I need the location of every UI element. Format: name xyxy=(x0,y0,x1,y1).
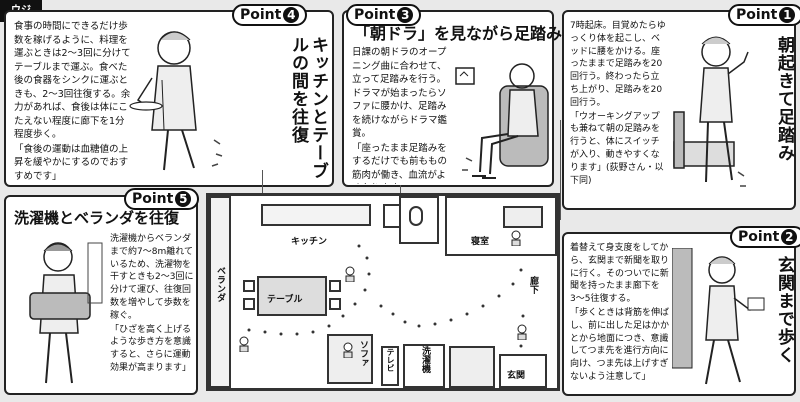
point2-badge-label: Point xyxy=(738,229,780,245)
woman-watching-tv-illustration xyxy=(452,46,552,184)
dining-table xyxy=(257,276,327,316)
hallway-label: 廊下 xyxy=(528,276,538,294)
point5-badge-label: Point xyxy=(132,191,174,207)
washer-label: 洗濯機 xyxy=(420,346,430,373)
point5-body: 洗濯機からベランダまで約7〜8m離れているため、洗濯物を干すときも2〜3回に分け… xyxy=(110,233,194,391)
floor-plan: ベランダ キッチン テーブル 寝室 廊下 ソファ テレビ 洗濯機 玄関 xyxy=(206,193,560,391)
point1-badge-label: Point xyxy=(736,7,778,23)
bed xyxy=(503,206,543,228)
person-marker-veranda xyxy=(239,336,249,352)
point2-text: 着替えて身支度をしてから、玄関まで新聞を取りに行く。そのついでに新聞を持ったまま… xyxy=(570,243,670,305)
point2-badge-number: 2 xyxy=(781,229,798,245)
point1-title: 朝起きて足踏み xyxy=(774,36,794,162)
tv-unit xyxy=(381,346,399,386)
person-marker-bedroom xyxy=(511,230,521,246)
tv-label: テレビ xyxy=(386,348,395,372)
point1-badge-number: 1 xyxy=(779,7,796,23)
point3-text: 日課の朝ドラのオープニング曲に合わせて、立って足踏みを行う。ドラマが始まったらソ… xyxy=(352,47,448,139)
point1-text: 7時起床。目覚めたらゆっくり体を起こし、ベッドに腰をかける。座ったままで足踏みを… xyxy=(570,21,666,108)
sofa-label: ソファ xyxy=(358,340,368,367)
point5-text: 洗濯機からベランダまで約7〜8m離れているため、洗濯物を干すときも2〜3回に分け… xyxy=(110,234,194,321)
chair-4 xyxy=(329,298,341,310)
point4-badge-number: 4 xyxy=(283,7,300,23)
point5-badge-number: 5 xyxy=(175,191,192,207)
veranda-label: ベランダ xyxy=(215,266,225,302)
kitchen-label: キッチン xyxy=(291,237,328,247)
point4-badge-label: Point xyxy=(240,7,282,23)
entrance xyxy=(499,354,547,388)
walking-path xyxy=(247,244,525,348)
person-marker-kitchen xyxy=(345,266,355,282)
point4-quote: 「食後の運動は血糖値の上昇を緩やかにするのでおすすめです」 xyxy=(14,143,129,182)
callout-line-point1 xyxy=(560,120,561,220)
man-carrying-laundry-illustration xyxy=(14,233,106,393)
point4-body: 食事の時間にできるだけ歩数を稼げるように、料理を運ぶときは2〜3回に分けてテーブ… xyxy=(14,20,132,182)
bedroom-label: 寝室 xyxy=(471,237,490,247)
chair-1 xyxy=(243,280,255,292)
woman-waking-illustration xyxy=(668,22,764,202)
point3-title: 「朝ドラ」を見ながら足踏み xyxy=(354,24,563,43)
person-marker-sofa xyxy=(343,342,353,358)
point3-quote: 「座ったまま足踏みをするだけでも前ももの筋肉が働き、血流がよくなります」 xyxy=(352,142,448,185)
chair-3 xyxy=(329,280,341,292)
point1-panel: 7時起床。目覚めたらゆっくり体を起こし、ベッドに腰をかける。座ったままで足踏みを… xyxy=(562,10,796,210)
point3-badge-label: Point xyxy=(354,7,396,23)
point4-panel: 食事の時間にできるだけ歩数を稼げるように、料理を運ぶときは2〜3回に分けてテーブ… xyxy=(4,10,334,187)
point5-title: 洗濯機とベランダを往復 xyxy=(14,209,180,227)
woman-carrying-plate-illustration xyxy=(124,20,234,180)
point4-text: 食事の時間にできるだけ歩数を稼げるように、料理を運ぶときは2〜3回に分けてテーブ… xyxy=(14,21,131,140)
veranda-area xyxy=(209,196,231,388)
point3-body: 日課の朝ドラのオープニング曲に合わせて、立って足踏みを行う。ドラマが始まったらソ… xyxy=(352,46,452,184)
bathtub xyxy=(449,346,495,388)
entrance-label: 玄関 xyxy=(507,371,526,381)
point5-quote: 「ひざを高く上げるような歩き方を意識すると、さらに運動効果が高まります」 xyxy=(110,324,192,373)
point3-badge-number: 3 xyxy=(397,7,414,23)
point1-quote: 「ウオーキングアップも兼ねて朝の足踏みを行うと、体にスイッチが入り、動きやすくな… xyxy=(570,111,664,186)
woman-walking-with-newspaper-illustration xyxy=(671,247,766,394)
washer-room xyxy=(403,344,445,388)
chair-2 xyxy=(243,298,255,310)
point1-body: 7時起床。目覚めたらゆっくり体を起こし、ベッドに腰をかける。座ったままで足踏みを… xyxy=(570,20,668,206)
table-label: テーブル xyxy=(267,295,303,305)
point2-title: 玄関まで歩く xyxy=(774,256,794,364)
sofa xyxy=(327,334,373,384)
kitchen-counter xyxy=(261,204,371,226)
point2-panel: 着替えて身支度をしてから、玄関まで新聞を取りに行く。そのついでに新聞を持ったまま… xyxy=(562,232,796,396)
person-marker-hallway xyxy=(517,324,527,340)
point2-quote: 「歩くときは背筋を伸ばし、前に出した足はかかとから地面につき、意識してつま先を進… xyxy=(570,307,670,382)
point2-body: 着替えて身支度をしてから、玄関まで新聞を取りに行く。そのついでに新聞を持ったまま… xyxy=(570,242,670,392)
point5-panel: 洗濯機とベランダを往復 洗濯機からベランダまで約7〜8m離れているため、洗濯物を… xyxy=(4,195,198,395)
point4-title: キッチンとテーブルの間を往復 xyxy=(288,36,328,180)
toilet-fixture xyxy=(409,206,423,226)
point3-panel: 「朝ドラ」を見ながら足踏み 日課の朝ドラのオープニング曲に合わせて、立って足踏み… xyxy=(342,10,562,187)
